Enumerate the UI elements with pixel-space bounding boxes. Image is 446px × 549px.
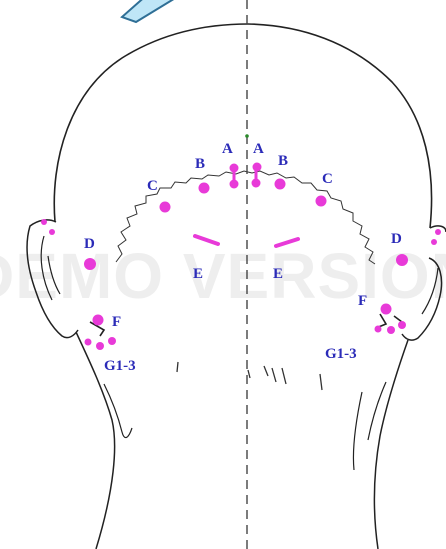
demo-watermark: DEMO VERSION [0,240,446,312]
label-b-left: B [195,156,205,172]
marker-f-right [381,304,392,315]
marker-a-right-stem [255,167,258,183]
marker-b-right [275,179,286,190]
label-a-right: A [253,141,264,157]
label-c-left: C [147,178,158,194]
marker-left-edge-2 [49,229,55,235]
marker-c-right [316,196,327,207]
marker-f-left [93,315,104,326]
label-c-right: C [322,171,333,187]
marker-g-left-2 [96,342,104,350]
f-right-mark [376,314,402,328]
marker-g-left-1 [85,339,92,346]
marker-left-edge-1 [41,219,47,225]
head-outline [54,24,431,228]
marker-d-right [396,254,408,266]
neck-left-inner [104,384,132,438]
marker-c-left [160,202,171,213]
marker-g-right-2 [387,326,395,334]
label-g-right: G1-3 [325,346,357,362]
vertex-point [245,134,249,138]
nape-marks [177,362,322,390]
neck-right [374,340,408,549]
label-a-left: A [222,141,233,157]
label-f-right: F [358,293,367,309]
marker-b-left [199,183,210,194]
label-f-left: F [112,314,121,330]
marker-a-left-stem [233,168,236,184]
label-b-right: B [278,153,288,169]
label-d-left: D [84,236,95,252]
marker-right-edge-1 [435,229,441,235]
label-e-left: E [193,266,203,282]
label-d-right: D [391,231,402,247]
marker-g-right-1 [375,326,382,333]
neck-right-inner [353,382,386,470]
arrow-icon [122,0,182,22]
marker-g-right-3 [398,321,406,329]
label-g-left: G1-3 [104,358,136,374]
marker-right-edge-2 [431,239,437,245]
marker-d-left [84,258,96,270]
marker-g-left-3 [108,337,116,345]
label-e-right: E [273,266,283,282]
